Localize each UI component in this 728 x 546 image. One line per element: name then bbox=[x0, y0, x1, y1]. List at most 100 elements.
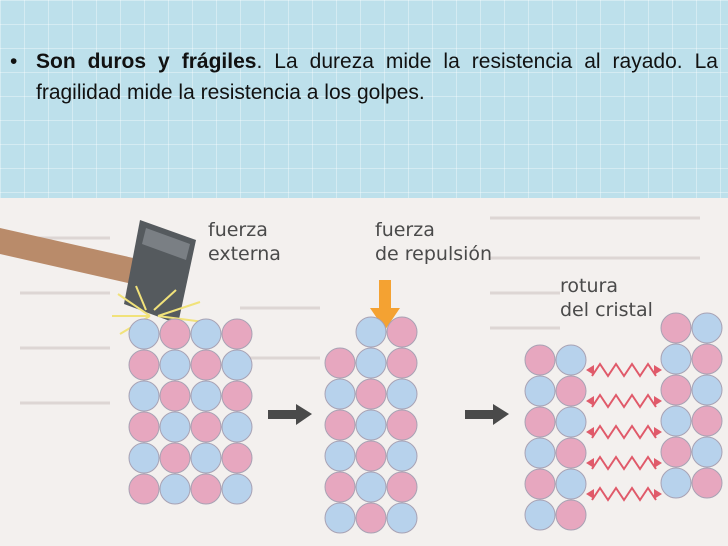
zigzag-arrowhead-icon bbox=[654, 396, 662, 406]
atom bbox=[190, 349, 222, 381]
stage1-label-line2: externa bbox=[208, 243, 281, 265]
atom bbox=[159, 380, 191, 412]
atom-lattice-broken-right bbox=[660, 312, 723, 499]
atom bbox=[324, 409, 356, 441]
atom bbox=[555, 344, 587, 376]
atom bbox=[128, 318, 160, 350]
atom bbox=[221, 442, 253, 474]
atom bbox=[660, 343, 692, 375]
atom bbox=[128, 442, 160, 474]
stage2-label-line1: fuerza bbox=[375, 219, 435, 241]
atom bbox=[691, 467, 723, 499]
atom bbox=[524, 437, 556, 469]
atom bbox=[190, 442, 222, 474]
atom bbox=[355, 502, 387, 534]
zigzag-arrowhead-icon bbox=[654, 365, 662, 375]
atom bbox=[691, 436, 723, 468]
atom bbox=[524, 344, 556, 376]
repulsion-force-arrow-icon bbox=[370, 280, 400, 330]
atom bbox=[555, 468, 587, 500]
atom bbox=[691, 374, 723, 406]
atom bbox=[324, 378, 356, 410]
stage3-label-line1: rotura bbox=[560, 275, 618, 297]
atom bbox=[660, 374, 692, 406]
atom bbox=[691, 343, 723, 375]
stage1-label-line1: fuerza bbox=[208, 219, 268, 241]
crystal-fracture-figure: fuerza externa fuerza de repulsión rotur… bbox=[0, 198, 728, 546]
atom bbox=[128, 411, 160, 443]
zigzag-arrowhead-icon bbox=[654, 427, 662, 437]
atom bbox=[355, 378, 387, 410]
zigzag-arrowhead-icon bbox=[586, 458, 594, 468]
atom bbox=[355, 347, 387, 379]
atom bbox=[386, 502, 418, 534]
atom bbox=[355, 316, 387, 348]
atom bbox=[386, 378, 418, 410]
atom bbox=[691, 405, 723, 437]
slide-background bbox=[0, 0, 728, 200]
zigzag-repulsion-icon bbox=[591, 455, 657, 471]
atom bbox=[221, 318, 253, 350]
atom bbox=[524, 375, 556, 407]
atom bbox=[221, 349, 253, 381]
stage3-label-line2: del cristal bbox=[560, 299, 653, 321]
zigzag-repulsion-icon bbox=[591, 362, 657, 378]
atom-lattice-broken-left bbox=[524, 344, 587, 531]
atom bbox=[324, 471, 356, 503]
background-page-lines bbox=[20, 216, 700, 405]
atom bbox=[159, 349, 191, 381]
bullet-paragraph: • Son duros y frágiles. La dureza mide l… bbox=[10, 46, 718, 108]
atom-lattice-shifted bbox=[324, 316, 418, 534]
zigzag-arrowhead-icon bbox=[654, 489, 662, 499]
impact-burst-icon bbox=[112, 285, 205, 335]
atom bbox=[355, 440, 387, 472]
atom bbox=[555, 375, 587, 407]
atom bbox=[190, 380, 222, 412]
atom bbox=[221, 380, 253, 412]
transition-arrow-2-icon bbox=[465, 404, 509, 425]
transition-arrow-1-icon bbox=[268, 404, 312, 425]
atom bbox=[128, 349, 160, 381]
atom bbox=[355, 471, 387, 503]
atom bbox=[386, 316, 418, 348]
zigzag-arrowhead-icon bbox=[586, 396, 594, 406]
figure-illustration: fuerza externa fuerza de repulsión rotur… bbox=[0, 216, 723, 534]
atom bbox=[524, 468, 556, 500]
atom bbox=[524, 406, 556, 438]
atom bbox=[386, 440, 418, 472]
atom bbox=[159, 411, 191, 443]
atom bbox=[324, 440, 356, 472]
atom bbox=[660, 467, 692, 499]
repulsion-zigzag-icons bbox=[586, 362, 662, 502]
atom bbox=[221, 411, 253, 443]
atom bbox=[159, 442, 191, 474]
atom bbox=[660, 436, 692, 468]
bullet-symbol: • bbox=[10, 50, 18, 73]
atom bbox=[555, 437, 587, 469]
stage2-label-line2: de repulsión bbox=[375, 243, 492, 265]
atom bbox=[386, 471, 418, 503]
atom bbox=[221, 473, 253, 505]
atom bbox=[524, 499, 556, 531]
atom bbox=[386, 347, 418, 379]
atom bbox=[190, 318, 222, 350]
atom bbox=[324, 502, 356, 534]
atom bbox=[324, 347, 356, 379]
atom bbox=[386, 409, 418, 441]
hammer-icon bbox=[0, 220, 196, 324]
atom bbox=[660, 312, 692, 344]
zigzag-repulsion-icon bbox=[591, 486, 657, 502]
atom bbox=[128, 473, 160, 505]
zigzag-arrowhead-icon bbox=[586, 489, 594, 499]
atom bbox=[355, 409, 387, 441]
atom bbox=[159, 318, 191, 350]
bullet-body: Son duros y frágiles. La dureza mide la … bbox=[36, 46, 718, 108]
atom bbox=[159, 473, 191, 505]
atom bbox=[555, 499, 587, 531]
zigzag-arrowhead-icon bbox=[586, 365, 594, 375]
atom bbox=[660, 405, 692, 437]
bullet-rest-text: . La dureza mide la resistencia al rayad… bbox=[36, 50, 718, 104]
zigzag-arrowhead-icon bbox=[654, 458, 662, 468]
bullet-bold-lead: Son duros y frágiles bbox=[36, 50, 257, 73]
atom bbox=[190, 411, 222, 443]
